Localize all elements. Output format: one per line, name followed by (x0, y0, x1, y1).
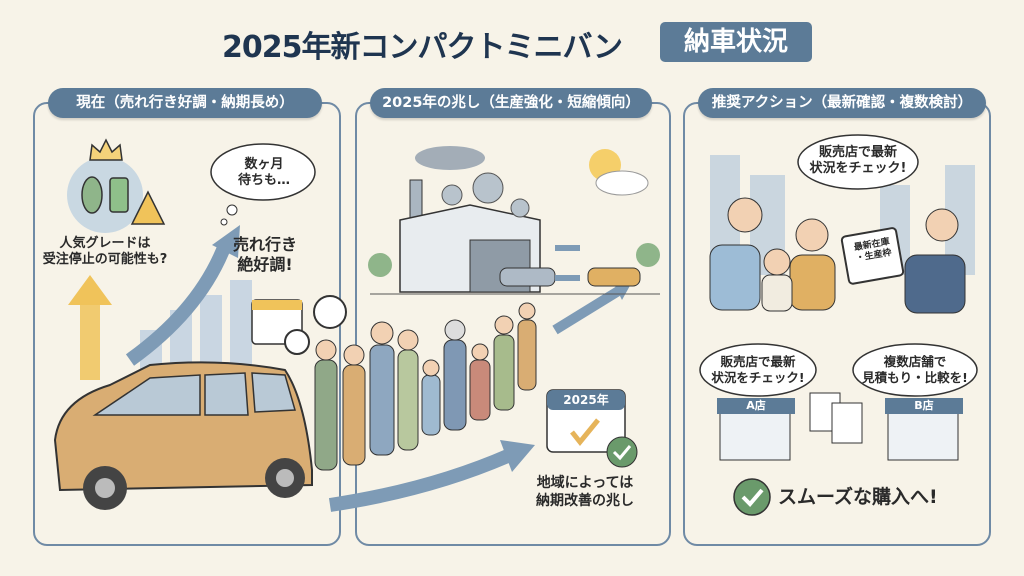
minivan-car (53, 361, 313, 510)
calendar-year-label: 2025年 (563, 393, 609, 407)
thought-bubble-text: 数ヶ月 待ちも… (237, 157, 290, 189)
staff-bubble-text: 販売店で最新 状況をチェック! (809, 145, 907, 177)
panel-2-header: 2025年の兆し（生産強化・短縮傾向） (370, 88, 652, 118)
path-arrow (328, 448, 513, 512)
family-illustration (709, 197, 836, 312)
calendar-2025-icon (546, 389, 626, 453)
grade-icon-circle (67, 157, 143, 233)
battery-icon (109, 177, 129, 213)
people-queue (314, 302, 537, 471)
gear-icon (441, 172, 530, 218)
shop-b-label: B店 (914, 399, 934, 412)
growth-arrow-head (212, 225, 240, 258)
conclusion-text: スムーズな購入へ! (778, 486, 938, 508)
document-icon (809, 392, 863, 444)
check-icon (606, 436, 638, 468)
shop-a-speech-bubble (699, 343, 817, 397)
panel-3-header: 推奨アクション（最新確認・複数検討） (698, 88, 986, 118)
smoke-cloud (415, 146, 485, 170)
grade-note: 人気グレードは 受注停止の可能性も? (42, 236, 168, 268)
thought-bubble (210, 143, 316, 201)
page-title: 2025年新コンパクトミニバン (222, 30, 623, 65)
panel-1-header: 現在（売れ行き好調・納期長め） (48, 88, 322, 118)
shop-b-bubble-text: 複数店舗で 見積もり・比較を! (862, 354, 968, 385)
warning-icon (130, 190, 166, 225)
shop-b-speech-bubble (852, 343, 978, 397)
cloud-icon (595, 170, 649, 196)
tree-icon (368, 243, 660, 277)
shop-a (717, 398, 795, 461)
staff-speech-bubble (797, 134, 919, 190)
shop-a-label: A店 (746, 399, 766, 412)
title-badge: 納車状況 (660, 22, 812, 62)
car-small (499, 267, 641, 287)
delivery-improvement-note: 地域によっては 納期改善の兆し (536, 475, 634, 509)
shop-b (885, 398, 963, 461)
conclusion-check-icon (733, 478, 771, 516)
leaf-icon (81, 176, 103, 214)
shop-a-bubble-text: 販売店で最新 状況をチェック! (711, 354, 805, 385)
clock-icon-small (284, 329, 310, 355)
sales-note: 売れ行き 絶好調! (232, 235, 297, 274)
growth-arrow-icon (125, 242, 232, 366)
crown-icon (89, 138, 123, 161)
clock-icon (313, 295, 347, 329)
tablet (840, 227, 905, 285)
staff-illustration (904, 208, 966, 314)
up-arrow-icon (68, 275, 112, 380)
